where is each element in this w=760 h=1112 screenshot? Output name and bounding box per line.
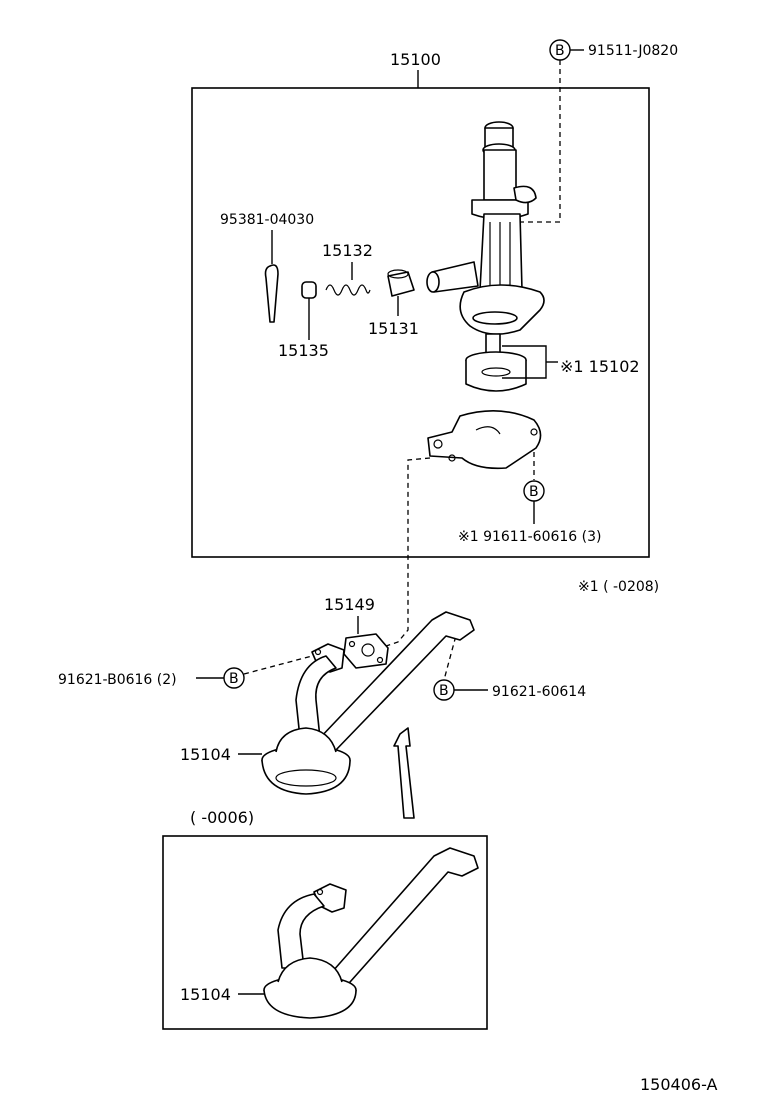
label-relief-valve: 15131 <box>368 319 419 338</box>
retainer-part <box>301 281 317 299</box>
pump-cover <box>427 410 542 470</box>
label-cotter-pin: 95381-04030 <box>220 212 314 228</box>
footnote: ※1 ( -0208) <box>578 579 659 595</box>
oil-pump-body <box>426 121 545 335</box>
cotter-pin-part <box>264 264 279 323</box>
svg-text:B: B <box>229 671 239 687</box>
label-rotor: ※1 15102 <box>560 357 640 376</box>
bolt-callout-right: B <box>433 679 455 701</box>
svg-text:B: B <box>555 43 565 59</box>
rotor-part <box>465 333 527 392</box>
gasket-part <box>343 633 389 669</box>
label-gasket: 15149 <box>324 595 375 614</box>
upgrade-arrow <box>393 727 415 819</box>
label-strainer: 15104 <box>180 745 231 764</box>
label-bolt-pump: ※1 91611-60616 (3) <box>458 529 602 545</box>
svg-text:B: B <box>529 484 539 500</box>
svg-text:B: B <box>439 683 449 699</box>
label-retainer: 15135 <box>278 341 329 360</box>
label-bolt-right: 91621-60614 <box>492 684 586 700</box>
assembly-frame <box>191 87 650 558</box>
inset-note: ( -0006) <box>190 808 254 827</box>
strainer-part <box>261 611 475 795</box>
bolt-callout-left: B <box>223 667 245 689</box>
label-spring: 15132 <box>322 241 373 260</box>
label-strainer-inset: 15104 <box>180 985 231 1004</box>
diagram-number: 150406-A <box>640 1075 718 1094</box>
label-bolt-top: 91511-J0820 <box>588 43 678 59</box>
relief-valve-part <box>387 269 415 297</box>
spring-part <box>325 284 371 296</box>
label-assembly: 15100 <box>390 50 441 69</box>
label-bolt-left: 91621-B0616 (2) <box>58 672 177 688</box>
bolt-callout-pump: B <box>523 480 545 502</box>
strainer-inset-part <box>263 847 479 1019</box>
inset-frame <box>162 835 488 1030</box>
bolt-callout-top: B <box>549 39 571 61</box>
